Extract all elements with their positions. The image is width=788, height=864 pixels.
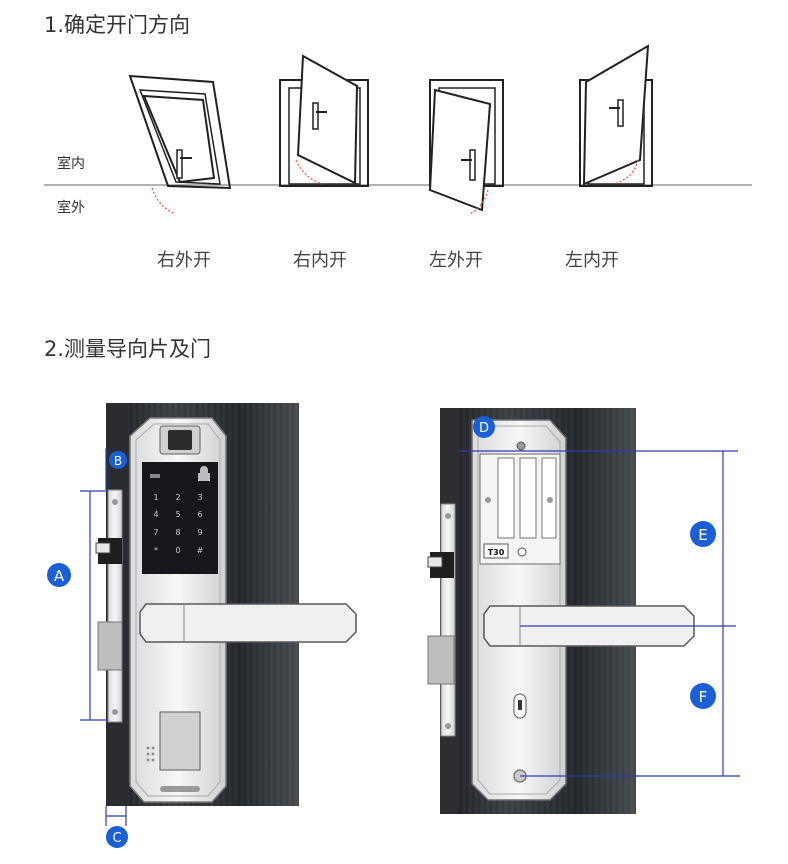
- svg-text:F: F: [699, 688, 708, 706]
- svg-text:7: 7: [153, 528, 158, 537]
- svg-text:3: 3: [197, 493, 202, 502]
- svg-text:5: 5: [175, 510, 180, 519]
- svg-text:*: *: [154, 546, 158, 555]
- indoor-label: 室内: [57, 155, 85, 172]
- back-plate-label: T30: [488, 548, 505, 557]
- section2-title: 2.测量导向片及门: [44, 337, 211, 361]
- svg-text:0: 0: [175, 546, 180, 555]
- marker-a: A: [47, 563, 71, 587]
- door-diagram-right-inward: [279, 54, 369, 187]
- marker-d: D: [473, 416, 495, 438]
- front-lock-illustration: 1 2 3 4 5 6 7 8 9 * 0 #: [95, 403, 357, 806]
- svg-text:D: D: [479, 421, 489, 436]
- dimension-ef-lines: [458, 450, 740, 777]
- dimension-a-line: [80, 490, 108, 721]
- door-label-4: 左内开: [565, 250, 619, 271]
- svg-text:#: #: [197, 546, 204, 555]
- door-diagram-left-inward: [579, 44, 653, 187]
- door-diagram-left-outward: [428, 79, 504, 215]
- svg-text:2: 2: [175, 493, 180, 502]
- svg-text:8: 8: [175, 528, 180, 537]
- svg-text:C: C: [112, 831, 121, 846]
- door-label-3: 左外开: [429, 250, 483, 271]
- marker-c: C: [106, 826, 128, 848]
- door-diagram-right-outward: [128, 74, 232, 215]
- door-label-2: 右内开: [293, 250, 347, 271]
- section1-title: 1.确定开门方向: [44, 13, 190, 37]
- marker-e: E: [690, 521, 716, 547]
- back-lock-illustration: T30: [427, 408, 695, 814]
- marker-f: F: [690, 683, 716, 709]
- svg-text:4: 4: [153, 510, 158, 519]
- dimension-c-line: [105, 806, 127, 826]
- door-label-1: 右外开: [157, 250, 211, 271]
- svg-text:1: 1: [153, 493, 158, 502]
- marker-b: B: [109, 451, 127, 469]
- svg-text:A: A: [54, 567, 65, 585]
- svg-text:9: 9: [197, 528, 202, 537]
- svg-text:B: B: [114, 454, 122, 468]
- svg-text:E: E: [698, 526, 707, 544]
- outdoor-label: 室外: [57, 199, 85, 216]
- svg-text:6: 6: [197, 510, 202, 519]
